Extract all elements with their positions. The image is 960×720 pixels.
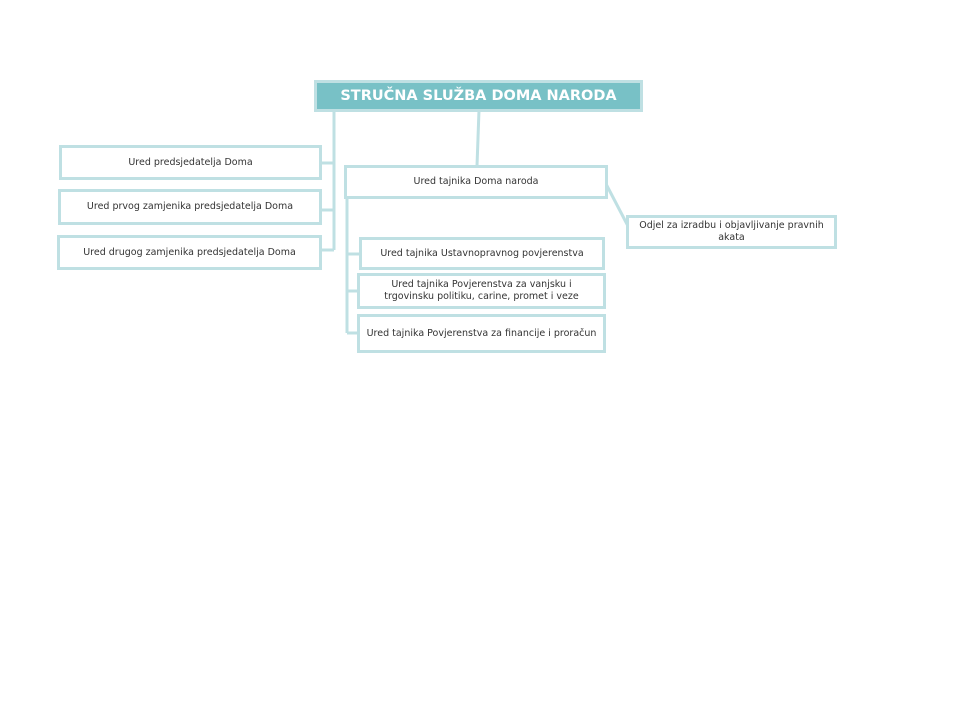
sub-office-node-1: Ured tajnika Ustavnopravnog povjerenstva — [359, 237, 605, 270]
sub-office-label-3: Ured tajnika Povjerenstva za financije i… — [366, 327, 597, 339]
left-office-label-3: Ured drugog zamjenika predsjedatelja Dom… — [83, 246, 296, 258]
left-office-node-3: Ured drugog zamjenika predsjedatelja Dom… — [57, 235, 322, 270]
root-node: STRUČNA SLUŽBA DOMA NARODA — [314, 80, 643, 112]
root-node-label: STRUČNA SLUŽBA DOMA NARODA — [340, 88, 617, 104]
drafting-department-node: Odjel za izradbu i objavljivanje pravnih… — [626, 215, 837, 249]
connector-secretary-department — [603, 181, 631, 229]
drafting-department-label: Odjel za izradbu i objavljivanje pravnih… — [639, 220, 824, 243]
secretary-office-label: Ured tajnika Doma naroda — [413, 176, 539, 187]
secretary-office-node: Ured tajnika Doma naroda — [344, 165, 608, 199]
sub-office-label-2: Ured tajnika Povjerenstva za vanjsku i t… — [384, 279, 579, 302]
left-office-label-1: Ured predsjedatelja Doma — [128, 156, 253, 168]
connector-root-secretary — [475, 109, 481, 167]
left-office-node-2: Ured prvog zamjenika predsjedatelja Doma — [58, 189, 322, 225]
sub-office-node-3: Ured tajnika Povjerenstva za financije i… — [357, 314, 606, 353]
sub-office-label-1: Ured tajnika Ustavnopravnog povjerenstva — [380, 247, 584, 259]
left-office-node-1: Ured predsjedatelja Doma — [59, 145, 322, 180]
left-office-label-2: Ured prvog zamjenika predsjedatelja Doma — [86, 201, 294, 212]
sub-office-node-2: Ured tajnika Povjerenstva za vanjsku i t… — [357, 273, 606, 309]
